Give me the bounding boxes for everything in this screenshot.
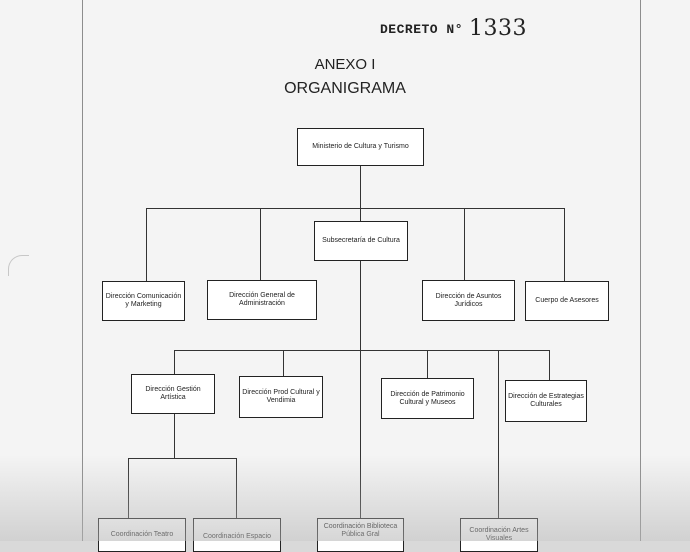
box-juridicos: Dirección de Asuntos Jurídicos	[422, 280, 515, 321]
connector-line	[174, 350, 175, 374]
box-comunicacion: Dirección Comunicación y Marketing	[102, 281, 185, 321]
connector-line	[498, 350, 499, 520]
connector-line	[146, 208, 565, 209]
connector-line	[128, 458, 129, 518]
connector-line	[146, 208, 147, 281]
box-prod-cultural: Dirección Prod Cultural y Vendimia	[239, 376, 323, 418]
connector-line	[260, 208, 261, 280]
box-gestion-artistica: Dirección Gestión Artística	[131, 374, 215, 414]
box-subsecretaria: Subsecretaría de Cultura	[314, 221, 408, 261]
connector-line	[128, 458, 237, 459]
connector-line	[174, 414, 175, 458]
box-coord-teatro: Coordinación Teatro	[98, 518, 186, 552]
anexo-title: ANEXO I	[314, 56, 376, 73]
decreto-label: DECRETO N°	[380, 22, 464, 37]
box-asesores: Cuerpo de Asesores	[525, 281, 609, 321]
page-margin-left	[82, 0, 83, 541]
organigrama-title: ORGANIGRAMA	[284, 80, 406, 97]
box-coord-biblioteca: Coordinación Biblioteca Pública Gral	[317, 518, 404, 552]
box-coord-artes: Coordinación Artes Visuales	[460, 518, 538, 552]
box-estrategias: Dirección de Estrategias Culturales	[505, 380, 587, 422]
connector-line	[564, 208, 565, 281]
box-administracion: Dirección General de Administración	[207, 280, 317, 320]
box-patrimonio: Dirección de Patrimonio Cultural y Museo…	[381, 378, 474, 419]
connector-line	[360, 166, 361, 541]
connector-line	[549, 350, 550, 380]
connector-line	[464, 208, 465, 280]
decreto-header: DECRETO N° 1333	[380, 14, 528, 41]
page-curl	[8, 255, 29, 276]
connector-line	[427, 350, 428, 378]
box-coord-espacio: Coordinación Espacio	[193, 518, 281, 552]
box-ministerio: Ministerio de Cultura y Turismo	[297, 128, 424, 166]
connector-line	[174, 350, 549, 351]
page-margin-right	[640, 0, 641, 541]
decreto-number: 1333	[469, 16, 528, 41]
connector-line	[236, 458, 237, 518]
connector-line	[283, 350, 284, 376]
